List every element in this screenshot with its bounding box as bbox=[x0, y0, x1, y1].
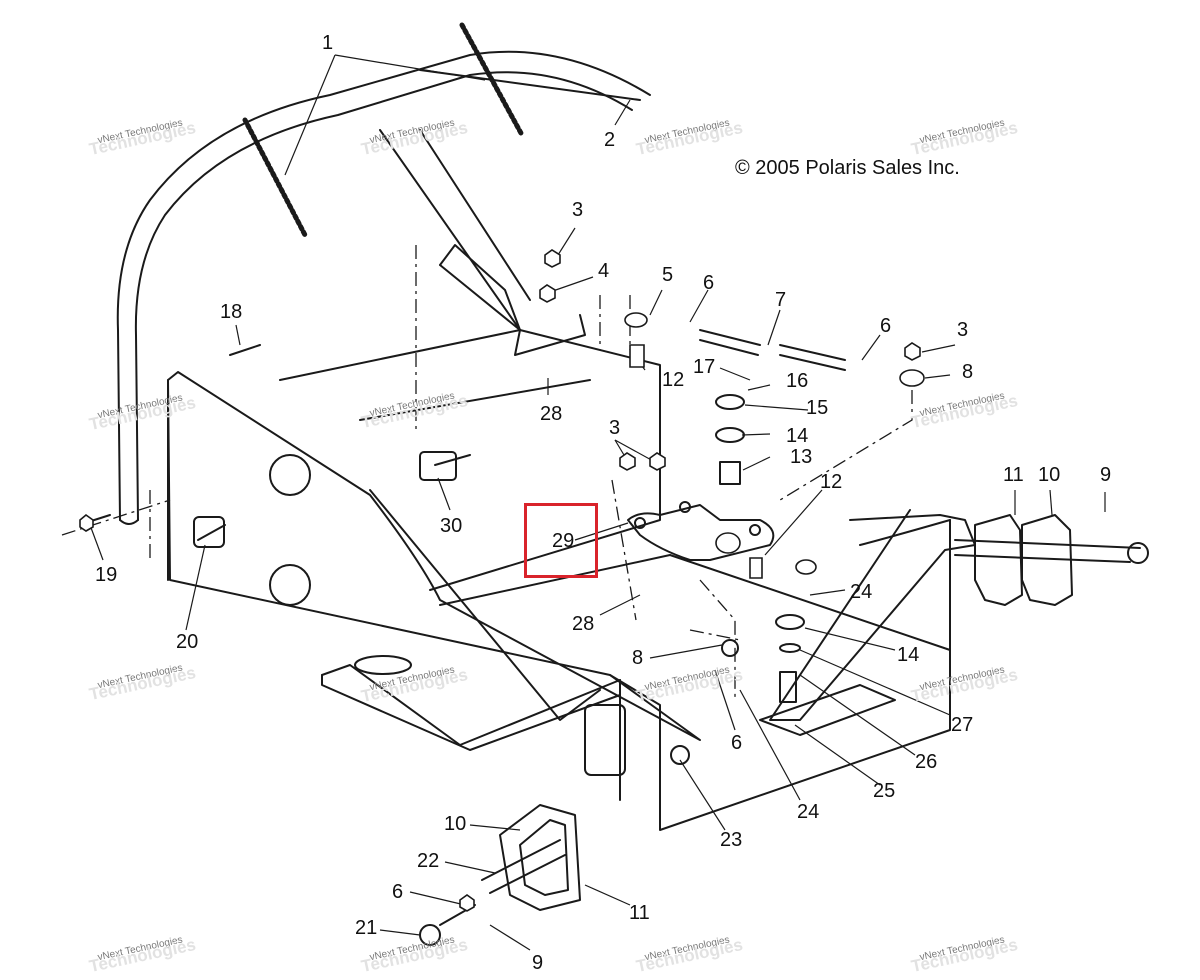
callout-label[interactable]: 6 bbox=[880, 315, 892, 337]
callout-label[interactable]: 2 bbox=[604, 129, 616, 151]
callout-label[interactable]: 3 bbox=[957, 319, 969, 341]
callout-label[interactable]: 24 bbox=[797, 801, 820, 823]
main-frame-plate bbox=[168, 372, 700, 740]
callout-label[interactable]: 25 bbox=[873, 780, 896, 802]
highlight-box bbox=[524, 503, 598, 578]
callout-label[interactable]: 14 bbox=[786, 425, 809, 447]
callout-label[interactable]: 5 bbox=[662, 264, 674, 286]
callout-label[interactable]: 26 bbox=[915, 751, 938, 773]
callout-label[interactable]: 30 bbox=[440, 515, 463, 537]
roll-bar-tube-inner bbox=[136, 72, 632, 520]
roll-bar-tube bbox=[118, 52, 650, 520]
callout-label[interactable]: 10 bbox=[1038, 464, 1061, 486]
callout-label[interactable]: 12 bbox=[820, 471, 843, 493]
callout-label[interactable]: 15 bbox=[806, 397, 829, 419]
callout-label[interactable]: 27 bbox=[951, 714, 974, 736]
callout-label[interactable]: 1 bbox=[322, 32, 334, 54]
callout-label[interactable]: 20 bbox=[176, 631, 199, 653]
callout-label[interactable]: 22 bbox=[417, 850, 440, 872]
callout-label[interactable]: 13 bbox=[790, 446, 813, 468]
callout-label[interactable]: 18 bbox=[220, 301, 243, 323]
callout-label[interactable]: 7 bbox=[775, 289, 787, 311]
callout-label[interactable]: 16 bbox=[786, 370, 809, 392]
callout-label[interactable]: 8 bbox=[632, 647, 644, 669]
callout-label[interactable]: 28 bbox=[540, 403, 563, 425]
callout-label[interactable]: 17 bbox=[693, 356, 716, 378]
callout-label[interactable]: 11 bbox=[629, 902, 650, 924]
callout-label[interactable]: 23 bbox=[720, 829, 743, 851]
callout-label[interactable]: 14 bbox=[897, 644, 920, 666]
callout-label[interactable]: 24 bbox=[850, 581, 873, 603]
callout-label[interactable]: 11 bbox=[1003, 464, 1024, 486]
callout-label[interactable]: 4 bbox=[598, 260, 610, 282]
callout-label[interactable]: 29 bbox=[552, 530, 575, 552]
callout-label[interactable]: 3 bbox=[572, 199, 584, 221]
callout-label[interactable]: 9 bbox=[1100, 464, 1112, 486]
callout-label[interactable]: 3 bbox=[609, 417, 621, 439]
callout-label[interactable]: 28 bbox=[572, 613, 595, 635]
copyright-notice: © 2005 Polaris Sales Inc. bbox=[735, 157, 960, 179]
callout-label[interactable]: 21 bbox=[355, 917, 378, 939]
callout-label[interactable]: 6 bbox=[731, 732, 743, 754]
callout-label[interactable]: 19 bbox=[95, 564, 118, 586]
callout-label[interactable]: 6 bbox=[392, 881, 404, 903]
link-plate bbox=[628, 505, 773, 560]
callout-label[interactable]: 9 bbox=[532, 952, 544, 974]
callout-label[interactable]: 10 bbox=[444, 813, 467, 835]
callout-label[interactable]: 6 bbox=[703, 272, 715, 294]
callout-label[interactable]: 12 bbox=[662, 369, 685, 391]
callout-label[interactable]: 8 bbox=[962, 361, 974, 383]
